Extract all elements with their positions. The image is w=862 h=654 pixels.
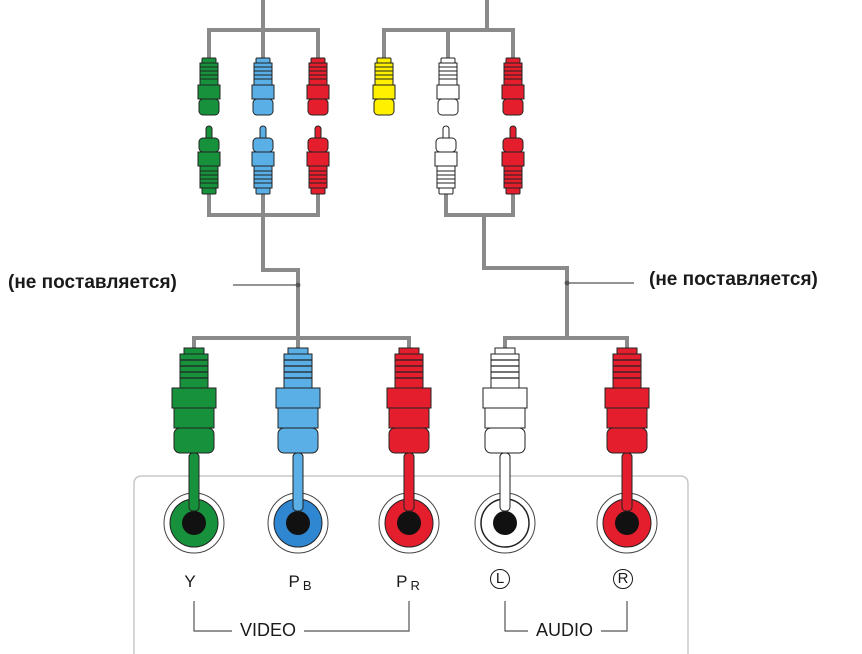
upper-plug-yellow-1 [372, 57, 396, 116]
upper-plug-green-1 [197, 57, 221, 116]
jack-l[interactable] [474, 492, 536, 554]
jack-y[interactable] [163, 492, 225, 554]
upper-plug-green-2 [197, 125, 221, 195]
port-label-r: R [611, 568, 635, 589]
upper-plug-blue-2 [251, 125, 275, 195]
upper-plug-white-2 [434, 125, 458, 195]
upper-plug-red-2 [501, 57, 525, 116]
callout-dot-left [295, 282, 301, 288]
upper-plug-blue-1 [251, 57, 275, 116]
upper-plug-red-4 [501, 125, 525, 195]
upper-plug-white-1 [436, 57, 460, 116]
jack-pb[interactable] [267, 492, 329, 554]
group-label-video: VIDEO [232, 620, 305, 641]
upper-plug-red-3 [306, 125, 330, 195]
port-label-y: Y [184, 572, 196, 591]
callout-dot-right [564, 280, 570, 286]
group-label-audio: AUDIO [528, 620, 602, 641]
callout-not-supplied-left: (не поставляется) [8, 272, 177, 293]
callout-not-supplied-right: (не поставляется) [649, 269, 818, 290]
upper-plug-red-1 [306, 57, 330, 116]
port-label-l: L [488, 568, 512, 589]
jack-r[interactable] [596, 492, 658, 554]
jack-pr[interactable] [378, 492, 440, 554]
